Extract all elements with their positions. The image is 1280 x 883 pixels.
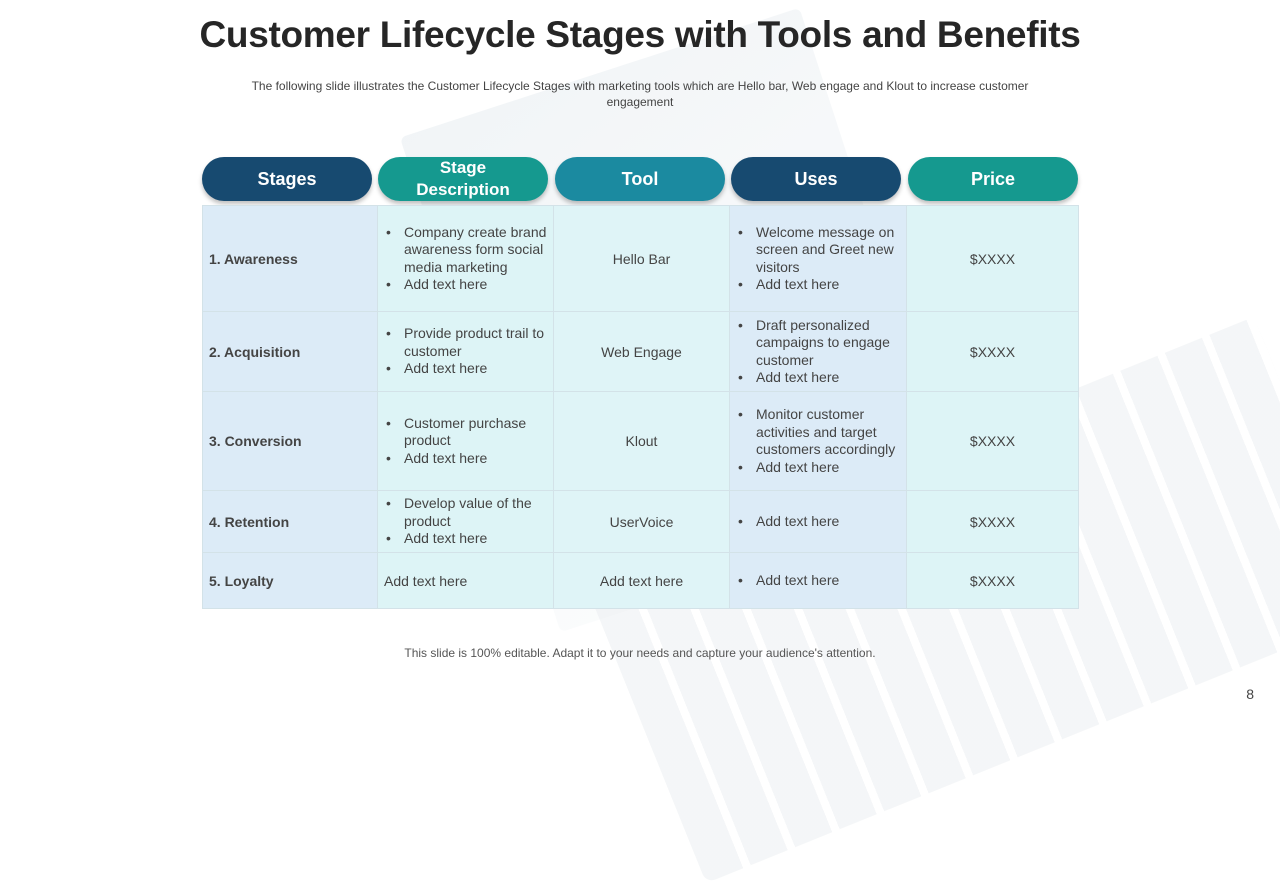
description-cell: Add text here xyxy=(377,552,554,609)
price-cell: $XXXX xyxy=(906,311,1079,392)
table-header-row: Stages Stage Description Tool Uses Price xyxy=(202,157,1078,201)
tool-cell: Hello Bar xyxy=(553,205,730,312)
uses-bullet: Add text here xyxy=(738,513,900,531)
description-cell: Provide product trail to customer Add te… xyxy=(377,311,554,392)
stage-cell: 3. Conversion xyxy=(202,391,378,491)
description-bullet: Add text here xyxy=(386,360,547,378)
stage-cell: 1. Awareness xyxy=(202,205,378,312)
description-bullet: Add text here xyxy=(386,450,547,468)
price-cell: $XXXX xyxy=(906,205,1079,312)
stage-cell: 5. Loyalty xyxy=(202,552,378,609)
uses-bullet: Welcome message on screen and Greet new … xyxy=(738,224,900,277)
stage-cell: 2. Acquisition xyxy=(202,311,378,392)
table-row: 2. Acquisition Provide product trail to … xyxy=(202,311,1079,392)
uses-bullet: Draft personalized campaigns to engage c… xyxy=(738,317,900,370)
description-cell: Customer purchase product Add text here xyxy=(377,391,554,491)
price-cell: $XXXX xyxy=(906,490,1079,553)
slide-footer-note: This slide is 100% editable. Adapt it to… xyxy=(404,646,876,660)
header-pill-stage-description: Stage Description xyxy=(378,157,548,201)
table-row: 3. Conversion Customer purchase product … xyxy=(202,391,1079,491)
description-bullet: Develop value of the product xyxy=(386,495,547,530)
table-row: 1. Awareness Company create brand awaren… xyxy=(202,205,1079,312)
stage-cell: 4. Retention xyxy=(202,490,378,553)
uses-cell: Draft personalized campaigns to engage c… xyxy=(729,311,907,392)
price-cell: $XXXX xyxy=(906,391,1079,491)
table-row: 4. Retention Develop value of the produc… xyxy=(202,490,1079,553)
slide-subtitle: The following slide illustrates the Cust… xyxy=(251,79,1029,109)
tool-cell: UserVoice xyxy=(553,490,730,553)
uses-bullet: Add text here xyxy=(738,276,900,294)
uses-bullet: Add text here xyxy=(738,459,900,477)
description-bullet: Provide product trail to customer xyxy=(386,325,547,360)
description-bullet: Add text here xyxy=(386,530,547,548)
table-row: 5. Loyalty Add text here Add text here A… xyxy=(202,552,1079,609)
tool-cell: Add text here xyxy=(553,552,730,609)
price-cell: $XXXX xyxy=(906,552,1079,609)
tool-cell: Web Engage xyxy=(553,311,730,392)
page-number: 8 xyxy=(1246,686,1254,702)
uses-cell: Add text here xyxy=(729,552,907,609)
uses-cell: Monitor customer activities and target c… xyxy=(729,391,907,491)
header-pill-price: Price xyxy=(908,157,1078,201)
tool-cell: Klout xyxy=(553,391,730,491)
uses-bullet: Monitor customer activities and target c… xyxy=(738,406,900,459)
uses-cell: Welcome message on screen and Greet new … xyxy=(729,205,907,312)
lifecycle-table: 1. Awareness Company create brand awaren… xyxy=(202,205,1079,609)
header-pill-stages: Stages xyxy=(202,157,372,201)
description-cell: Develop value of the product Add text he… xyxy=(377,490,554,553)
description-bullet: Customer purchase product xyxy=(386,415,547,450)
uses-cell: Add text here xyxy=(729,490,907,553)
uses-bullet: Add text here xyxy=(738,369,900,387)
description-bullet: Add text here xyxy=(386,276,547,294)
description-bullet: Company create brand awareness form soci… xyxy=(386,224,547,277)
slide-title: Customer Lifecycle Stages with Tools and… xyxy=(199,14,1081,55)
header-pill-uses: Uses xyxy=(731,157,901,201)
uses-bullet: Add text here xyxy=(738,572,900,590)
description-cell: Company create brand awareness form soci… xyxy=(377,205,554,312)
header-pill-tool: Tool xyxy=(555,157,725,201)
